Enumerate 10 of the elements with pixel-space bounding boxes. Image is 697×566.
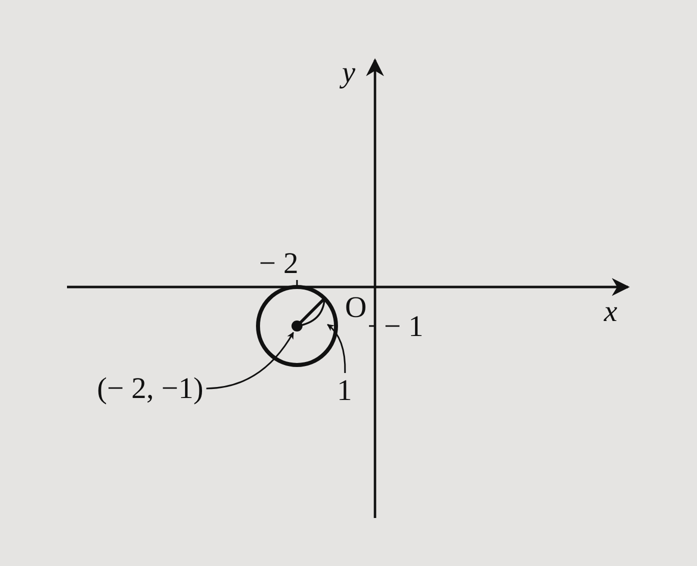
tick-label: − 1	[384, 312, 424, 342]
leader-arrow	[206, 332, 294, 390]
radius-label: 1	[337, 376, 352, 406]
center-point	[292, 320, 302, 332]
axis-label: x	[604, 297, 618, 327]
tick-label: − 2	[259, 249, 298, 279]
leader-arrow	[327, 324, 346, 373]
origin-label: O	[345, 293, 367, 323]
point-label: (− 2, −1)	[97, 374, 204, 404]
axis-label: y	[342, 58, 356, 88]
